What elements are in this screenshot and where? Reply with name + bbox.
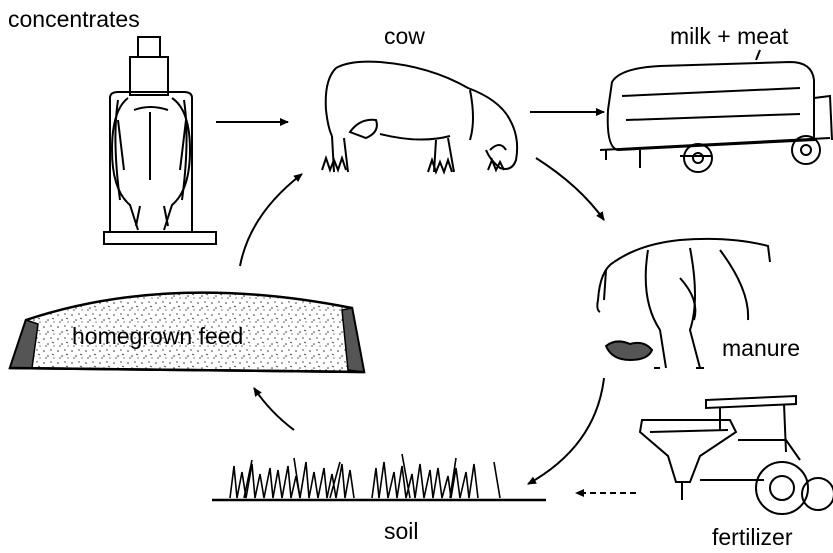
manure-label: manure	[722, 337, 800, 360]
soil-label: soil	[384, 520, 419, 543]
arrow-feed-to-cow	[240, 174, 302, 266]
tanker-truck-icon	[600, 50, 832, 172]
concentrates-label: concentrates	[8, 8, 140, 31]
milk-meat-label: milk + meat	[670, 25, 788, 48]
grazing-cow-icon	[322, 62, 517, 172]
grass-field-icon	[212, 454, 546, 500]
arrow-soil-to-feed	[254, 388, 294, 430]
cow-label: cow	[384, 25, 425, 48]
feeder-stall-cow-icon	[104, 37, 216, 244]
arrow-cow-to-manure	[536, 158, 604, 220]
homegrown-feed-label: homegrown feed	[72, 325, 243, 348]
fertilizer-label: fertilizer	[712, 526, 793, 549]
arrow-manure-to-soil	[528, 378, 604, 484]
fertilizer-spreader-tractor-icon	[640, 396, 833, 514]
